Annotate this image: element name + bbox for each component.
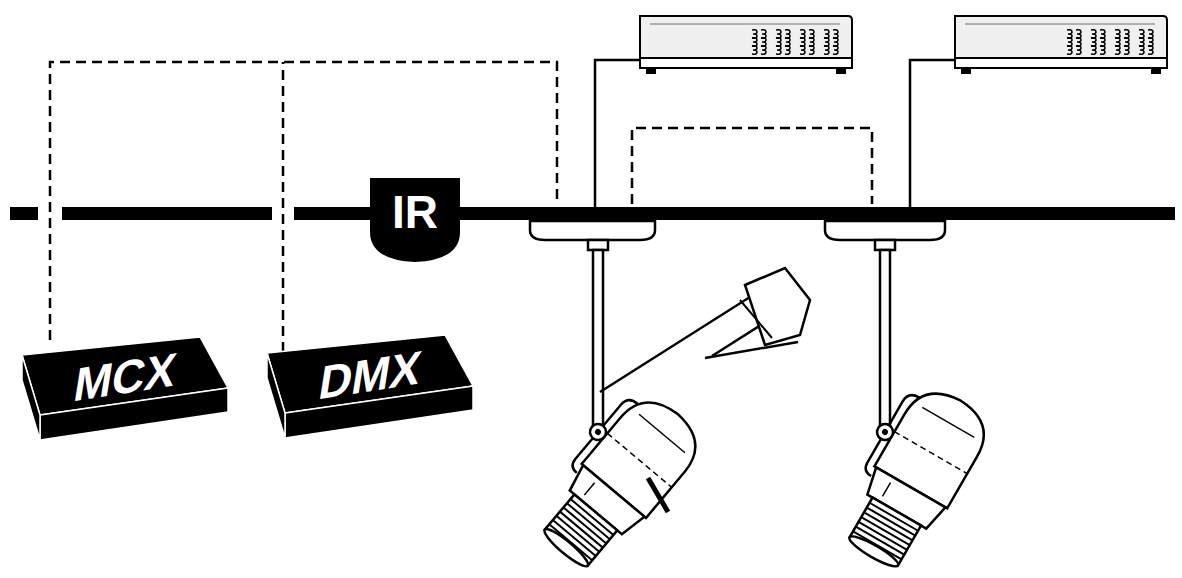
track-adapter [530, 221, 945, 425]
console-face [267, 353, 285, 438]
controller-box: DMX [263, 333, 478, 441]
dmx-wire [282, 62, 285, 352]
mcx-wire [50, 62, 557, 340]
badge-face [370, 178, 460, 262]
track-rail [10, 207, 1175, 220]
spotlight [518, 268, 810, 578]
controller-box: MCX [18, 335, 233, 443]
link-wire [632, 128, 872, 204]
power-wire [595, 60, 955, 207]
badge-label: IR [392, 189, 438, 235]
spotlight [821, 372, 998, 578]
receiver-badge: IR [370, 178, 460, 262]
console-face [22, 355, 40, 440]
